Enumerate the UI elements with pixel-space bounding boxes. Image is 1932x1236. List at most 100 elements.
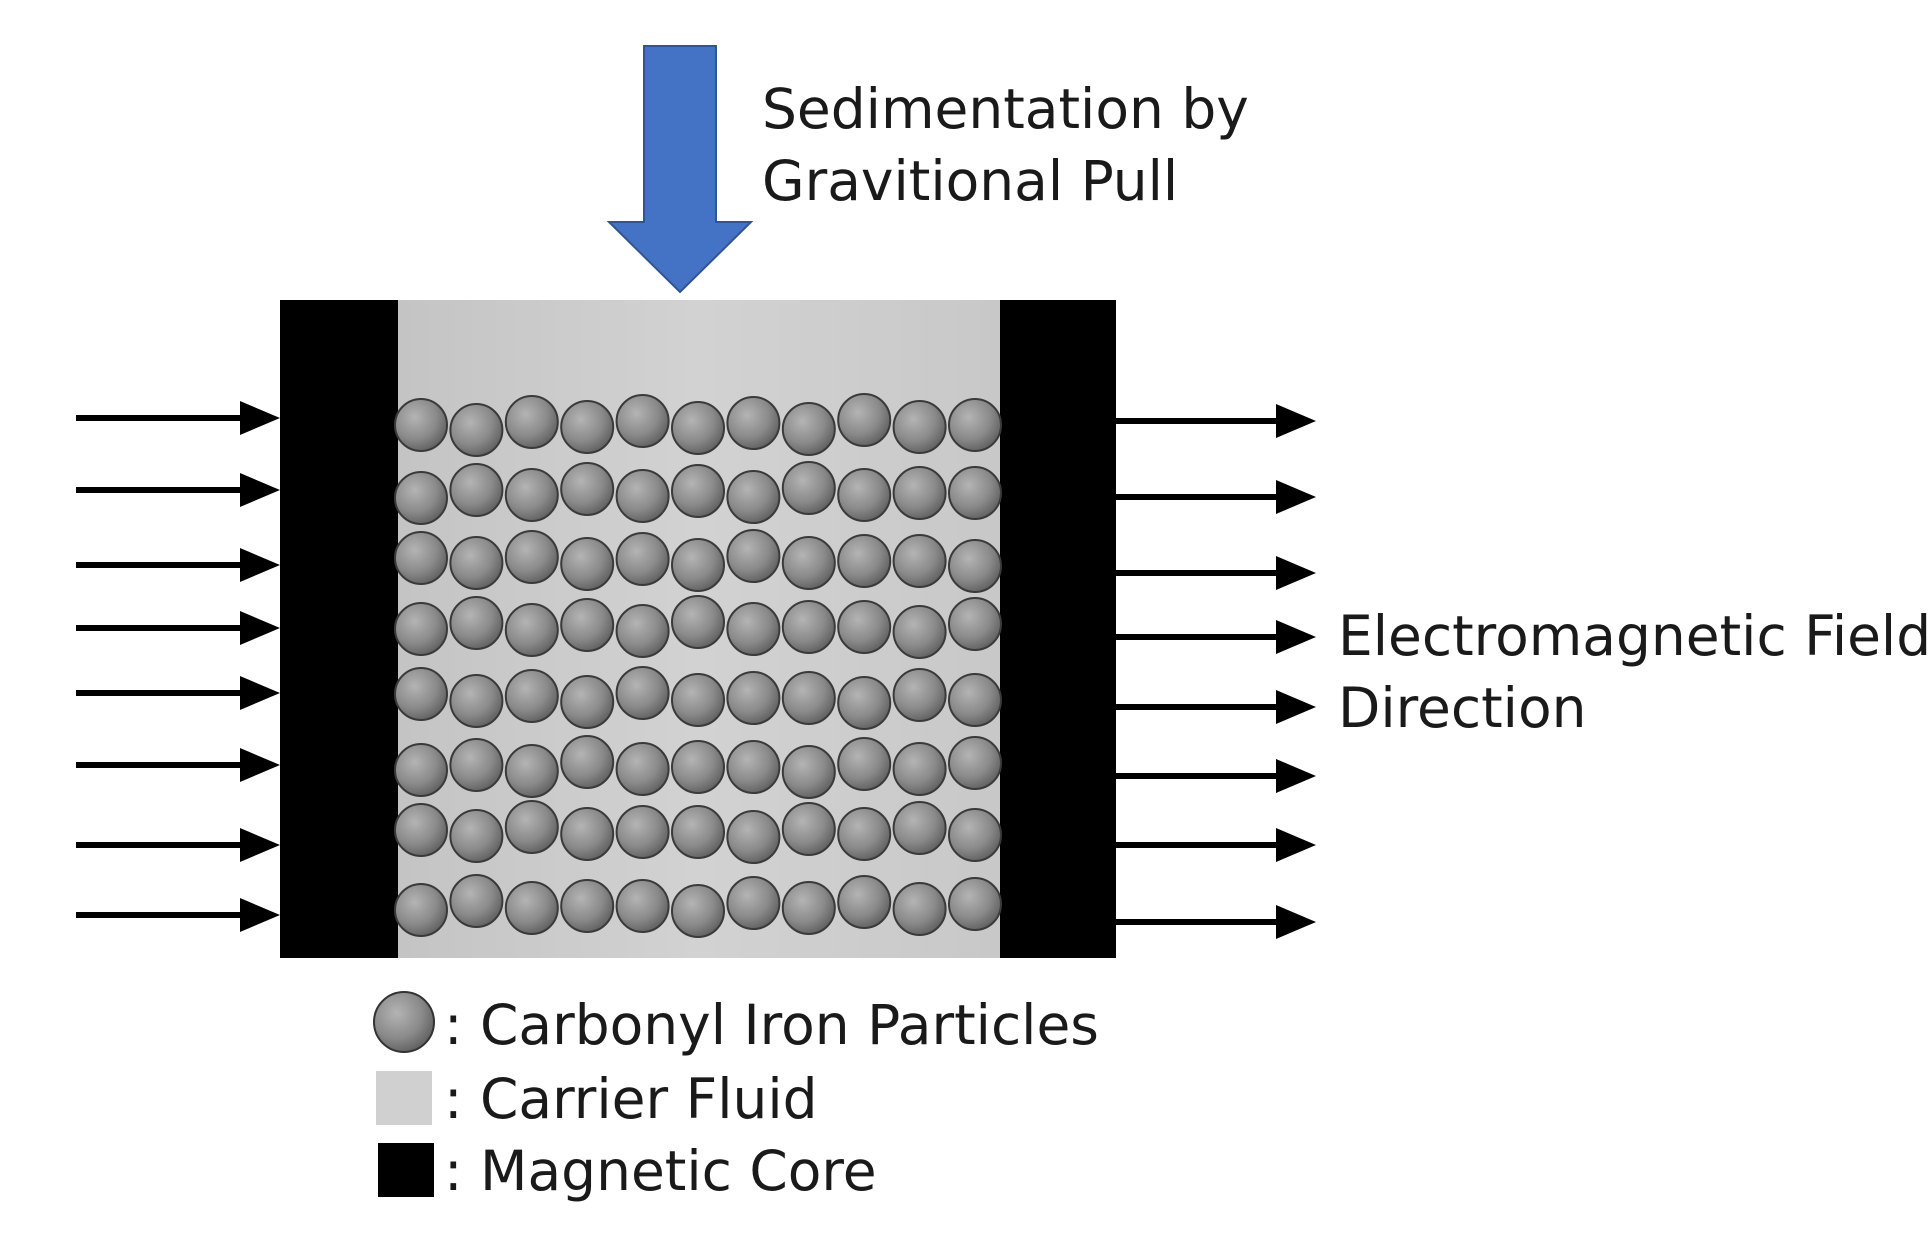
particle <box>671 538 725 592</box>
magnetic-core-right <box>1000 300 1116 958</box>
particle <box>671 884 725 938</box>
field-arrow-in-icon-head <box>240 676 280 710</box>
particle <box>560 735 615 789</box>
field-arrow-in-icon-head <box>240 828 280 862</box>
particle <box>504 744 559 798</box>
particle <box>781 461 836 515</box>
particle <box>615 469 670 523</box>
particle <box>892 466 947 520</box>
particle <box>726 470 781 524</box>
outgoing-field-arrows <box>1116 404 1316 939</box>
gravity-arrow-icon <box>606 45 754 294</box>
particle <box>394 803 448 857</box>
particle <box>560 400 615 454</box>
particle <box>948 808 1002 862</box>
particle <box>671 464 725 518</box>
field-arrow-in-icon-head <box>240 748 280 782</box>
particle <box>671 401 725 455</box>
particle <box>726 810 781 864</box>
particle <box>671 740 725 794</box>
field-arrow-in-icon-head <box>240 548 280 582</box>
magnetic-core-left <box>280 300 398 958</box>
particle <box>781 881 836 935</box>
particle <box>449 403 504 457</box>
particle <box>837 468 892 522</box>
particle <box>948 539 1002 593</box>
field-arrow-in-icon-head <box>240 401 280 435</box>
particle <box>449 536 504 590</box>
field-label-line2: Direction <box>1338 676 1586 740</box>
particle <box>837 676 892 730</box>
particle <box>726 876 781 930</box>
particle <box>394 602 448 656</box>
field-arrow-in-icon-head <box>240 898 280 932</box>
field-arrow-out-icon-head <box>1276 480 1316 514</box>
field-arrow-in-icon-head <box>240 611 280 645</box>
particle <box>394 471 448 525</box>
particle <box>560 879 615 933</box>
particle <box>449 674 504 728</box>
particle <box>615 394 670 448</box>
legend-fluid-label: : Carrier Fluid <box>444 1067 818 1131</box>
particle-chains <box>394 393 1002 938</box>
field-arrow-out-icon-head <box>1276 759 1316 793</box>
particle <box>504 603 559 657</box>
particle <box>560 807 615 861</box>
particle <box>948 877 1002 931</box>
particle <box>449 463 504 517</box>
particle <box>837 875 892 929</box>
particle <box>781 671 836 725</box>
particle <box>560 537 615 591</box>
particle <box>837 393 892 447</box>
incoming-field-arrows <box>76 401 280 932</box>
particle <box>948 466 1002 520</box>
particle <box>892 605 947 659</box>
particle <box>394 398 448 452</box>
particle <box>504 530 559 584</box>
gravity-label-line1: Sedimentation by <box>762 77 1249 141</box>
field-arrow-out-icon-head <box>1276 556 1316 590</box>
particle <box>449 596 504 650</box>
particle <box>560 598 615 652</box>
legend-fluid-swatch <box>376 1071 432 1125</box>
particle <box>504 881 559 935</box>
particle <box>394 743 448 797</box>
particle <box>892 882 947 936</box>
particle <box>394 883 448 937</box>
particle <box>504 669 559 723</box>
legend-core-swatch <box>378 1143 434 1197</box>
particle <box>394 531 448 585</box>
particle <box>560 462 615 516</box>
particle <box>837 807 892 861</box>
particle <box>615 532 670 586</box>
particle <box>504 800 559 854</box>
particle <box>726 529 781 583</box>
particle <box>781 536 836 590</box>
particle <box>948 673 1002 727</box>
particle <box>781 745 836 799</box>
gravity-label-line2: Gravitional Pull <box>762 149 1178 213</box>
particle <box>892 534 947 588</box>
legend: : Carbonyl Iron Particles : Carrier Flui… <box>373 991 1099 1203</box>
particle <box>948 398 1002 452</box>
field-arrow-in-icon-head <box>240 473 280 507</box>
particle <box>781 600 836 654</box>
particle <box>504 395 559 449</box>
field-label-line1: Electromagnetic Field <box>1338 604 1931 668</box>
particle <box>892 742 947 796</box>
particle <box>837 534 892 588</box>
particle <box>671 805 725 859</box>
field-arrow-out-icon-head <box>1276 690 1316 724</box>
particle <box>560 675 615 729</box>
particle <box>394 667 448 721</box>
particle <box>948 736 1002 790</box>
particle <box>615 604 670 658</box>
particle <box>892 400 947 454</box>
field-arrow-out-icon-head <box>1276 404 1316 438</box>
field-arrow-out-icon-head <box>1276 905 1316 939</box>
particle <box>449 809 504 863</box>
particle <box>726 602 781 656</box>
particle <box>671 673 725 727</box>
particle <box>615 742 670 796</box>
